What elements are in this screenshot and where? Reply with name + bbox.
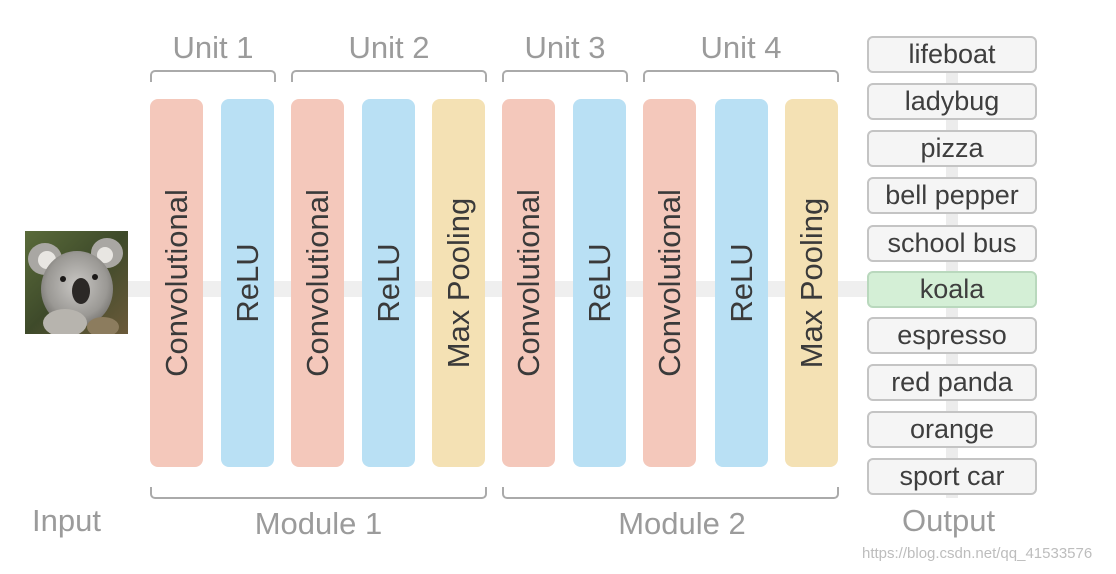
output-class-lifeboat: lifeboat: [867, 36, 1037, 73]
layer-convolutional-2: Convolutional: [291, 99, 344, 467]
module-2-label: Module 2: [618, 506, 746, 541]
layer-relu-2: ReLU: [362, 99, 415, 467]
output-class-red-panda: red panda: [867, 364, 1037, 401]
output-class-espresso: espresso: [867, 317, 1037, 354]
layer-label: Max Pooling: [793, 197, 829, 369]
layer-label: Convolutional: [510, 189, 546, 377]
output-class-orange: orange: [867, 411, 1037, 448]
unit-4-brace: [643, 70, 839, 82]
output-class-koala-selected: koala: [867, 271, 1037, 308]
unit-2-label: Unit 2: [348, 30, 430, 65]
unit-1-brace: [150, 70, 276, 82]
module-1-label: Module 1: [254, 506, 383, 541]
layer-max-pooling-2: Max Pooling: [785, 99, 838, 467]
layer-convolutional-3: Convolutional: [502, 99, 555, 467]
koala-photo: [25, 231, 128, 334]
layer-label: Convolutional: [158, 189, 194, 377]
output-class-school-bus: school bus: [867, 225, 1037, 262]
layer-label: ReLU: [229, 243, 265, 323]
output-class-bell-pepper: bell pepper: [867, 177, 1037, 214]
layer-relu-4: ReLU: [715, 99, 768, 467]
layer-label: ReLU: [581, 243, 617, 323]
unit-3-brace: [502, 70, 628, 82]
unit-3-label: Unit 3: [524, 30, 606, 65]
output-class-sport-car: sport car: [867, 458, 1037, 495]
layer-label: Convolutional: [299, 189, 335, 377]
output-class-pizza: pizza: [867, 130, 1037, 167]
layer-label: ReLU: [723, 243, 759, 323]
layer-label: ReLU: [370, 243, 406, 323]
layer-label: Max Pooling: [440, 197, 476, 369]
layer-relu-3: ReLU: [573, 99, 626, 467]
layer-convolutional-1: Convolutional: [150, 99, 203, 467]
module-2-brace: [502, 487, 839, 499]
unit-4-label: Unit 4: [700, 30, 782, 65]
layer-max-pooling-1: Max Pooling: [432, 99, 485, 467]
layer-convolutional-4: Convolutional: [643, 99, 696, 467]
output-label: Output: [902, 503, 996, 538]
module-1-brace: [150, 487, 487, 499]
unit-2-brace: [291, 70, 487, 82]
input-label: Input: [32, 503, 101, 538]
output-class-ladybug: ladybug: [867, 83, 1037, 120]
input-koala-image: [25, 231, 128, 334]
unit-1-label: Unit 1: [172, 30, 254, 65]
watermark-url: https://blog.csdn.net/qq_41533576: [862, 545, 1093, 562]
layer-label: Convolutional: [651, 189, 687, 377]
layer-relu-1: ReLU: [221, 99, 274, 467]
